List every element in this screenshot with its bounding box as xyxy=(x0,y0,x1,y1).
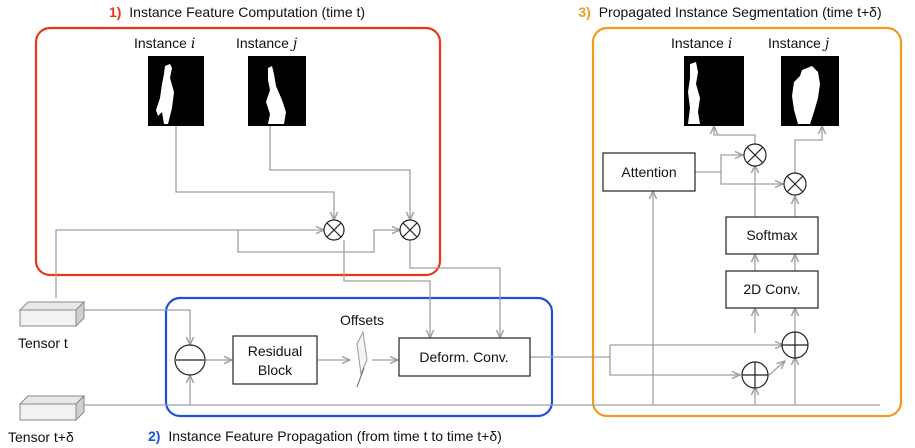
instance-i-mask-image xyxy=(148,56,204,126)
section2-number: 2) xyxy=(148,428,160,444)
residual-block-box xyxy=(232,335,318,385)
instance-i-label-s1: Instance i xyxy=(134,35,195,52)
multiply-icon-s3-b xyxy=(783,172,807,196)
attention-label: Attention xyxy=(621,164,676,180)
section1-number: 1) xyxy=(109,4,121,20)
add-icon-upper xyxy=(781,331,809,359)
section3-frame xyxy=(591,26,903,418)
connectors xyxy=(55,126,880,406)
deform-conv-label: Deform. Conv. xyxy=(419,349,508,365)
output-instance-i-mask-image xyxy=(684,56,744,126)
conv2d-box xyxy=(725,270,819,309)
section1-frame xyxy=(34,26,442,277)
multiply-icon-s3-a xyxy=(743,143,767,167)
output-instance-j-mask-image xyxy=(781,56,839,126)
tensor-t-delta-label: Tensor t+δ xyxy=(8,429,74,445)
instance-i-label-s3: Instance i xyxy=(671,35,732,52)
deform-conv-box xyxy=(398,337,531,377)
section3-title-text: Propagated Instance Segmentation (time t… xyxy=(599,4,882,20)
section2-title: 2) Instance Feature Propagation (from ti… xyxy=(148,428,502,444)
add-icon-lower xyxy=(741,361,769,389)
section3-title: 3) Propagated Instance Segmentation (tim… xyxy=(578,4,881,20)
tensor-t-icon xyxy=(18,300,86,328)
multiply-icon-s1-a xyxy=(323,219,345,241)
attention-box xyxy=(602,152,696,192)
instance-j-label-s3: Instance j xyxy=(768,35,830,52)
section3-number: 3) xyxy=(578,4,590,20)
subtract-icon xyxy=(174,344,206,376)
multiply-icon-s1-b xyxy=(399,219,421,241)
instance-j-mask-image xyxy=(248,56,306,126)
instance-j-label-s1: Instance j xyxy=(236,35,298,52)
section2-title-text: Instance Feature Propagation (from time … xyxy=(168,428,501,444)
tensor-t-delta-icon xyxy=(18,394,86,422)
residual-block-label-line2: Block xyxy=(258,362,293,378)
offsets-icon xyxy=(356,330,368,388)
section1-title: 1) Instance Feature Computation (time t) xyxy=(109,4,365,20)
section1-title-text: Instance Feature Computation (time t) xyxy=(129,4,365,20)
residual-block-label-line1: Residual xyxy=(248,343,302,359)
offsets-label: Offsets xyxy=(340,312,384,328)
softmax-box xyxy=(725,216,819,255)
conv2d-label: 2D Conv. xyxy=(743,281,800,297)
softmax-label: Softmax xyxy=(746,227,797,243)
tensor-t-label: Tensor t xyxy=(18,335,68,351)
